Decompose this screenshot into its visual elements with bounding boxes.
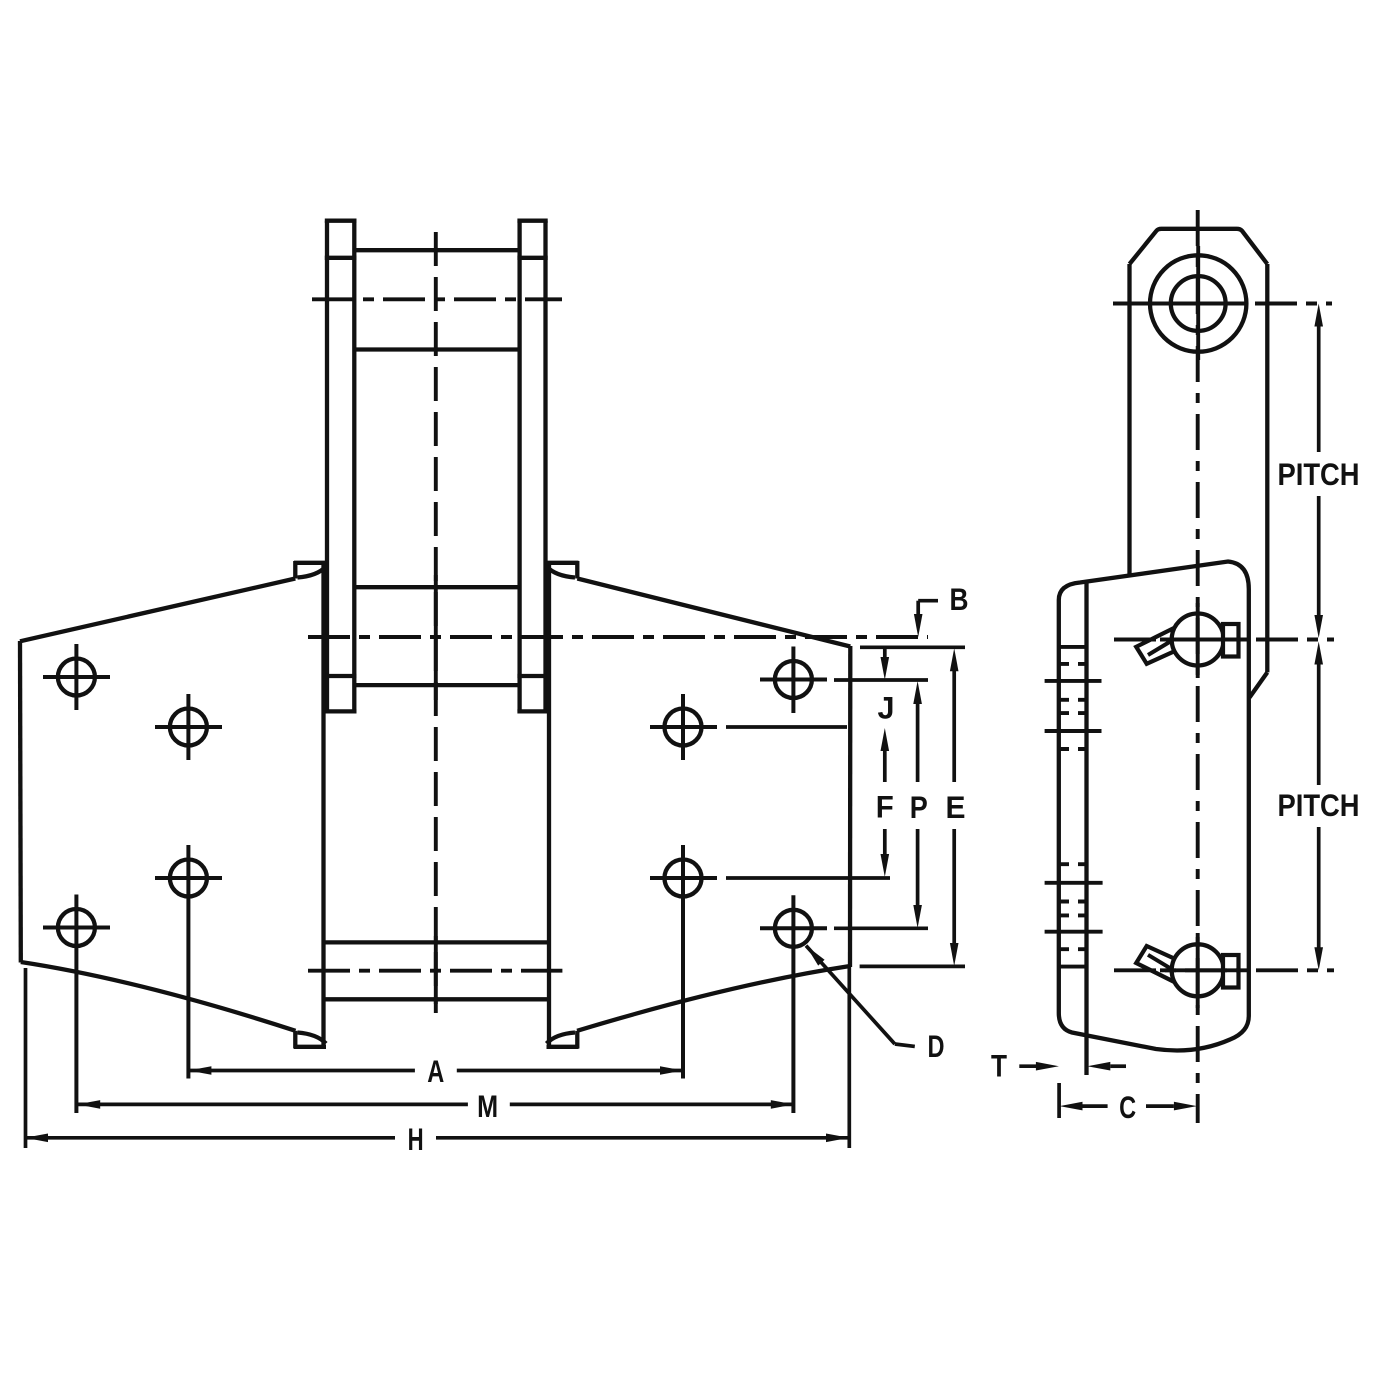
svg-text:M: M (477, 1088, 498, 1124)
svg-text:C: C (1119, 1089, 1136, 1125)
svg-text:B: B (950, 581, 969, 617)
svg-text:H: H (408, 1121, 424, 1157)
svg-text:PITCH: PITCH (1278, 787, 1360, 823)
svg-text:F: F (876, 789, 894, 825)
svg-text:D: D (928, 1028, 945, 1064)
svg-text:PITCH: PITCH (1278, 456, 1360, 492)
svg-text:P: P (910, 789, 928, 825)
svg-text:J: J (878, 690, 895, 726)
svg-text:T: T (991, 1048, 1007, 1084)
svg-text:A: A (427, 1053, 444, 1089)
svg-text:E: E (946, 789, 966, 825)
